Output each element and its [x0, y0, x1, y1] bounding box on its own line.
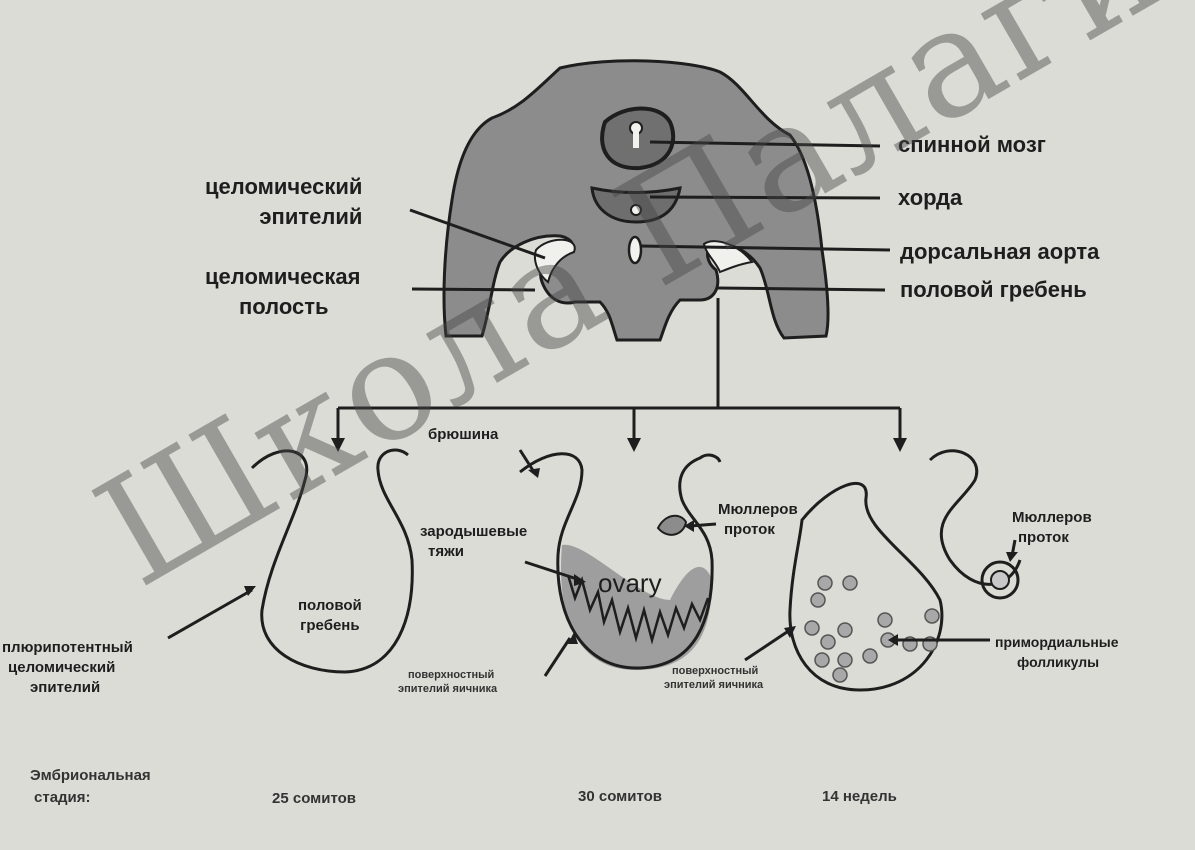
label-spinal-cord: спинной мозг	[898, 132, 1046, 157]
coelomic-cavity-right	[702, 240, 754, 274]
label-coelomic-cavity-line-1: целомическая	[205, 264, 361, 289]
label-pluripotent-epithelium: плюрипотентный целомический эпителий	[2, 638, 133, 698]
label-peritoneum: брюшина	[428, 426, 499, 443]
label-primordial-follicles-line-1: примордиальные	[995, 634, 1119, 650]
top-pointer-lines	[409, 140, 891, 292]
stage-2-fill	[560, 544, 712, 671]
label-primordial-follicles: примордиальные фолликулы	[995, 632, 1119, 672]
dorsal-aorta	[627, 235, 643, 265]
label-coelomic-epithelium: целомический эпителий	[205, 172, 362, 232]
label-pluripotent-line-3: эпителий	[30, 679, 101, 696]
embryo-cross-section	[442, 59, 830, 342]
mullerian-duct-1	[656, 514, 688, 536]
label-ovary: ovary	[598, 568, 662, 598]
label-embryonic-stage-line-2: стадия:	[34, 789, 91, 806]
mullerian-duct-2-outer	[980, 560, 1020, 600]
stage-2-outline	[519, 452, 722, 670]
label-surface-epithelium-1-line-2: эпителий яичника	[398, 683, 498, 695]
label-surface-epithelium-2-line-1: поверхностный	[672, 665, 759, 677]
central-canal-slit	[633, 130, 639, 148]
stage-1-outline	[250, 448, 414, 674]
stage-3-ovary	[788, 449, 1022, 692]
small-arrowheads	[244, 468, 1018, 646]
label-embryonic-stage-line-1: Эмбриональная	[30, 767, 151, 784]
label-stage-30-somites: 30 сомитов	[578, 788, 663, 805]
label-notochord: хорда	[898, 185, 963, 210]
label-coelomic-cavity-line-2: полость	[239, 294, 329, 319]
label-mullerian-duct-1-line-2: проток	[724, 521, 775, 538]
sex-cords	[566, 574, 710, 645]
arrowheads-down	[331, 438, 907, 452]
label-mullerian-duct-2: Мюллеров проток	[1012, 508, 1092, 548]
primordial-follicles	[804, 575, 940, 683]
label-stage-14-weeks: 14 недель	[822, 788, 897, 805]
label-surface-epithelium-1-line-1: поверхностный	[408, 669, 495, 681]
label-surface-epithelium-2: поверхностный эпителий яичника	[664, 664, 763, 692]
label-surface-epithelium-1: поверхностный эпителий яичника	[398, 668, 497, 696]
label-genital-ridge-small: половой гребень	[298, 596, 362, 636]
label-surface-epithelium-2-line-2: эпителий яичника	[664, 679, 764, 691]
label-stage-25-somites: 25 сомитов	[272, 790, 357, 807]
label-coelomic-epithelium-line-2: эпителий	[259, 204, 363, 229]
label-sex-cords-line-1: зародышевые	[420, 523, 528, 540]
label-coelomic-cavity: целомическая полость	[205, 262, 360, 322]
label-genital-ridge-small-line-1: половой	[298, 597, 362, 614]
mullerian-duct-2-inner	[990, 570, 1010, 590]
notochord-center	[630, 204, 642, 216]
branch-arrows	[336, 298, 902, 440]
label-sex-cords: зародышевые тяжи	[420, 522, 527, 562]
label-pluripotent-line-1: плюрипотентный	[2, 639, 133, 656]
label-mullerian-duct-1-line-1: Мюллеров	[718, 501, 798, 518]
label-mullerian-duct-1: Мюллеров проток	[718, 500, 798, 540]
label-embryonic-stage: Эмбриональная стадия:	[30, 765, 151, 809]
label-dorsal-aorta: дорсальная аорта	[900, 239, 1100, 264]
label-pluripotent-line-2: целомический	[8, 659, 116, 676]
label-primordial-follicles-line-2: фолликулы	[1017, 654, 1100, 670]
label-sex-cords-line-2: тяжи	[428, 543, 464, 560]
coelomic-cavity-left	[534, 238, 576, 284]
small-arrows	[167, 449, 1017, 677]
stage-3-outline	[788, 481, 944, 692]
stage-2-ovary	[519, 452, 722, 671]
label-coelomic-epithelium-line-1: целомический	[205, 174, 363, 199]
label-genital-ridge-small-line-2: гребень	[300, 617, 360, 634]
label-mullerian-duct-2-line-2: проток	[1018, 529, 1069, 546]
label-genital-ridge: половой гребень	[900, 277, 1087, 302]
stage-1-genital-ridge	[250, 448, 414, 674]
label-mullerian-duct-2-line-1: Мюллеров	[1012, 509, 1092, 526]
